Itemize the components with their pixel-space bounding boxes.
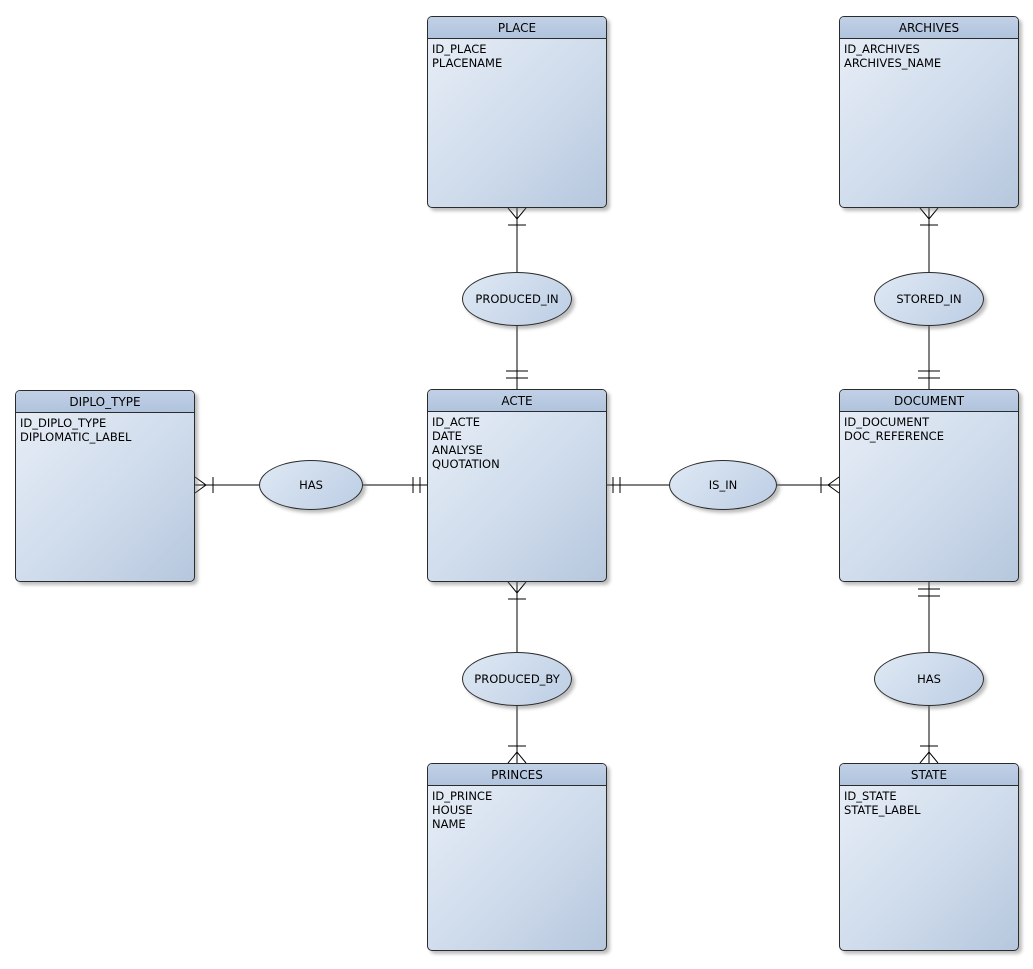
entity-diplo-type[interactable]: DIPLO_TYPE ID_DIPLO_TYPE DIPLOMATIC_LABE… xyxy=(15,390,195,582)
entity-princes-title: PRINCES xyxy=(428,764,606,786)
relationship-produced-in[interactable]: PRODUCED_IN xyxy=(462,272,572,326)
entity-document-title: DOCUMENT xyxy=(840,390,1018,412)
crow-foot-icon xyxy=(919,207,939,220)
connector-document-has-state xyxy=(918,582,940,764)
entity-diplo-type-attributes: ID_DIPLO_TYPE DIPLOMATIC_LABEL xyxy=(16,413,194,447)
attribute: DIPLOMATIC_LABEL xyxy=(20,430,132,444)
relationship-is-in[interactable]: IS_IN xyxy=(669,460,777,510)
entity-princes-attributes: ID_PRINCE HOUSE NAME xyxy=(428,786,606,834)
attribute: HOUSE xyxy=(432,803,473,817)
attribute: STATE_LABEL xyxy=(844,803,921,817)
entity-state-attributes: ID_STATE STATE_LABEL xyxy=(840,786,1018,820)
attribute: ID_DIPLO_TYPE xyxy=(20,416,107,430)
connector-acte-produced-by-princes xyxy=(507,581,527,764)
entity-place-attributes: ID_PLACE PLACENAME xyxy=(428,39,606,73)
entity-state-title: STATE xyxy=(840,764,1018,786)
crow-foot-icon xyxy=(507,207,527,220)
entity-archives-title: ARCHIVES xyxy=(840,17,1018,39)
attribute: PLACENAME xyxy=(432,56,503,70)
relationship-produced-by[interactable]: PRODUCED_BY xyxy=(462,652,572,706)
relationship-label: STORED_IN xyxy=(896,292,962,306)
attribute: ID_DOCUMENT xyxy=(844,415,930,429)
crow-foot-icon xyxy=(919,751,939,764)
relationship-label: HAS xyxy=(917,672,941,686)
entity-princes[interactable]: PRINCES ID_PRINCE HOUSE NAME xyxy=(427,763,607,951)
entity-document[interactable]: DOCUMENT ID_DOCUMENT DOC_REFERENCE xyxy=(839,389,1019,582)
connector-archives-stored-in-document xyxy=(918,207,940,389)
entity-acte-attributes: ID_ACTE DATE ANALYSE QUOTATION xyxy=(428,412,606,474)
entity-state[interactable]: STATE ID_STATE STATE_LABEL xyxy=(839,763,1019,951)
entity-acte-title: ACTE xyxy=(428,390,606,412)
entity-archives[interactable]: ARCHIVES ID_ARCHIVES ARCHIVES_NAME xyxy=(839,16,1019,208)
attribute: DATE xyxy=(432,429,462,443)
attribute: QUOTATION xyxy=(432,457,500,471)
crow-foot-icon xyxy=(507,751,527,764)
relationship-has-diplo-type[interactable]: HAS xyxy=(259,460,363,510)
attribute: ID_ARCHIVES xyxy=(844,42,920,56)
relationship-label: IS_IN xyxy=(708,478,738,492)
connector-diplo-type-has-acte xyxy=(194,476,427,494)
entity-place-title: PLACE xyxy=(428,17,606,39)
relationship-stored-in[interactable]: STORED_IN xyxy=(874,272,984,326)
attribute: ARCHIVES_NAME xyxy=(844,56,942,70)
attribute: ID_STATE xyxy=(844,789,897,803)
crow-foot-icon xyxy=(194,476,207,494)
entity-document-attributes: ID_DOCUMENT DOC_REFERENCE xyxy=(840,412,1018,446)
crow-foot-icon xyxy=(827,476,840,494)
relationship-has-state[interactable]: HAS xyxy=(874,652,984,706)
attribute: ANALYSE xyxy=(432,443,483,457)
attribute: ID_PLACE xyxy=(432,42,487,56)
entity-acte[interactable]: ACTE ID_ACTE DATE ANALYSE QUOTATION xyxy=(427,389,607,582)
entity-place[interactable]: PLACE ID_PLACE PLACENAME xyxy=(427,16,607,208)
attribute: ID_ACTE xyxy=(432,415,480,429)
relationship-label: PRODUCED_BY xyxy=(474,672,560,686)
crow-foot-icon xyxy=(507,581,527,594)
attribute: NAME xyxy=(432,817,466,831)
entity-diplo-type-title: DIPLO_TYPE xyxy=(16,391,194,413)
connector-acte-is-in-document xyxy=(607,476,840,494)
relationship-label: HAS xyxy=(299,478,323,492)
attribute: ID_PRINCE xyxy=(432,789,493,803)
entity-archives-attributes: ID_ARCHIVES ARCHIVES_NAME xyxy=(840,39,1018,73)
relationship-label: PRODUCED_IN xyxy=(475,292,559,306)
connector-place-produced-in-acte xyxy=(506,207,528,389)
attribute: DOC_REFERENCE xyxy=(844,429,944,443)
